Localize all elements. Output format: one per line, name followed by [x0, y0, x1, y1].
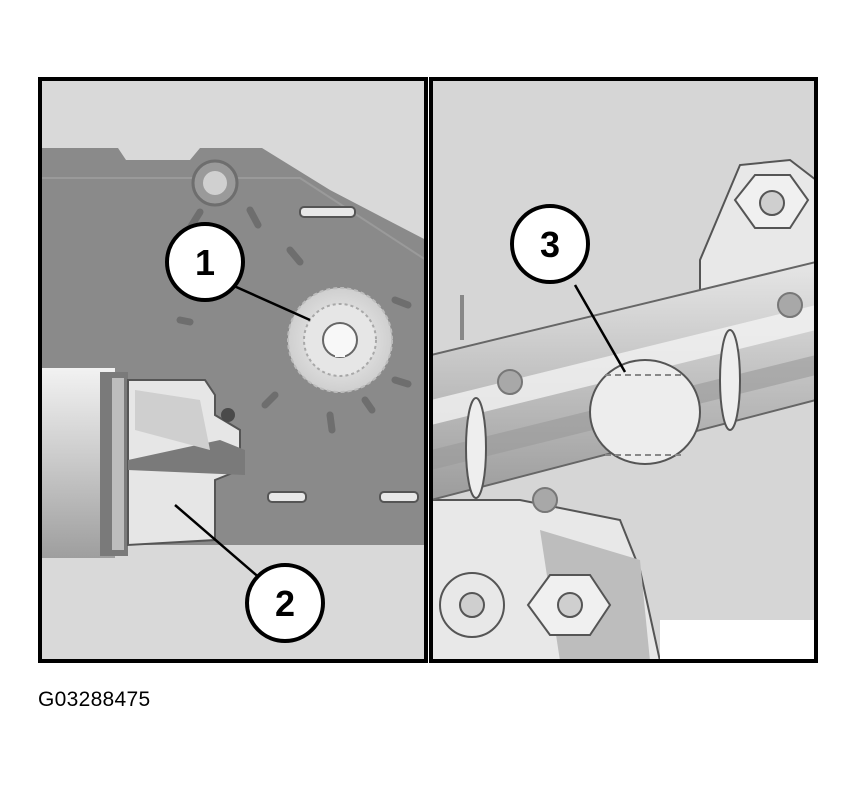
- callout-2: 2: [245, 563, 325, 643]
- callout-1-label: 1: [195, 242, 215, 283]
- drive-gear: [287, 287, 393, 393]
- figure-id-label: G03288475: [38, 688, 151, 711]
- left-panel-frame: [38, 77, 428, 663]
- callout-3-label: 3: [540, 224, 560, 265]
- right-panel: [431, 79, 816, 661]
- left-panel: [40, 79, 426, 661]
- callout-1: 1: [165, 222, 245, 302]
- callout-3: 3: [510, 204, 590, 284]
- splined-coupling: [589, 359, 701, 465]
- right-panel-frame: [429, 77, 818, 663]
- callout-2-label: 2: [275, 583, 295, 624]
